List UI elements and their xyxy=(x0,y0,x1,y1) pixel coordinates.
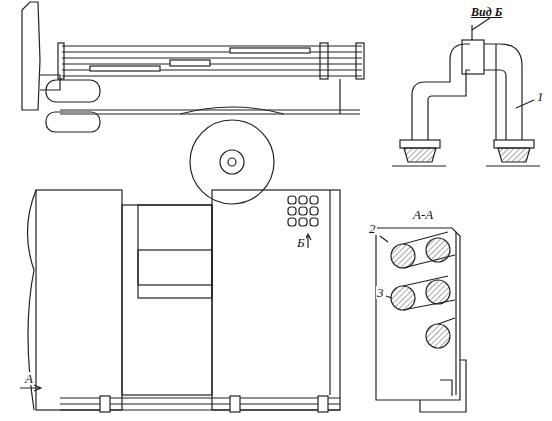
plan-view xyxy=(27,190,340,412)
view-b xyxy=(392,18,540,166)
wheel xyxy=(190,120,274,204)
callout-number: 2 xyxy=(368,222,377,235)
pipe-bundle xyxy=(288,196,318,226)
tank xyxy=(46,80,100,102)
chassis-frame xyxy=(60,109,360,110)
section-title: А-А xyxy=(412,208,434,221)
callout-number: 3 xyxy=(376,286,385,299)
tank xyxy=(46,112,100,132)
leader-line xyxy=(516,100,534,108)
view-mark: Б xyxy=(296,236,306,249)
section-mark: А xyxy=(24,372,34,385)
view-arrow xyxy=(305,234,311,248)
section-arrow xyxy=(20,385,41,391)
pipe-rack-side xyxy=(58,43,364,79)
cab-outline xyxy=(22,2,40,110)
section-a-a xyxy=(376,228,466,412)
callout-number: 1 xyxy=(536,90,545,103)
view-title: Вид Б xyxy=(470,6,503,18)
leader-line xyxy=(386,296,392,298)
leader-line xyxy=(380,236,388,242)
